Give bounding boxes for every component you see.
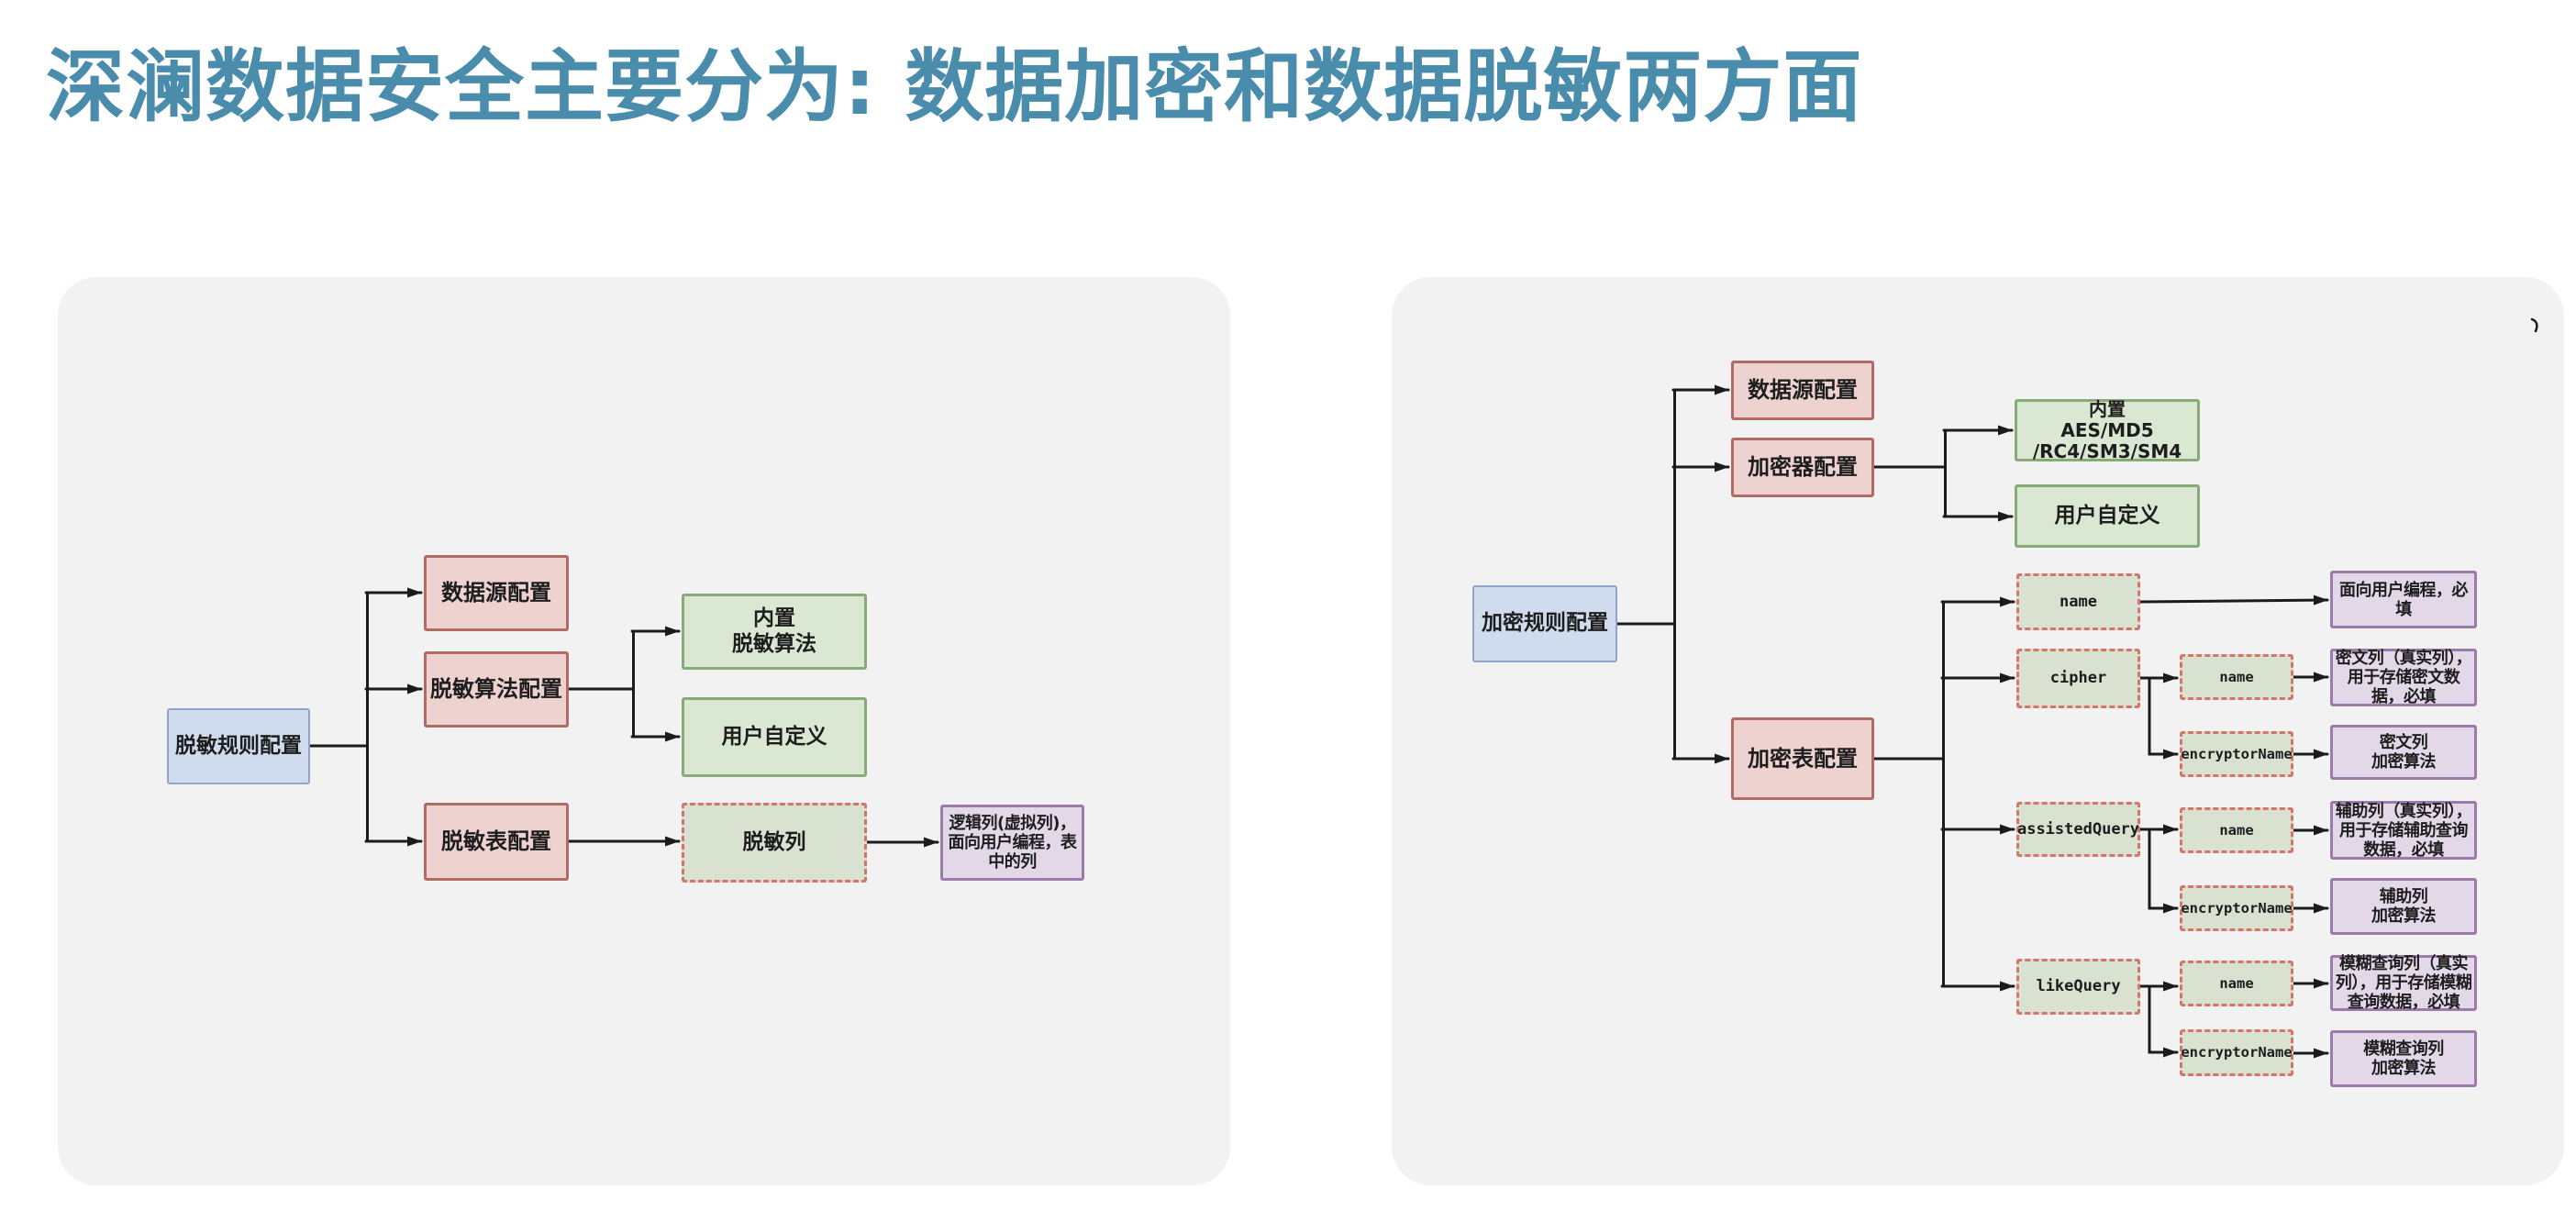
note-assisted-column: 辅助列（真实列），用于存储辅助查询数据，必填 [2330, 801, 2477, 860]
note-like-column: 模糊查询列（真实列），用于存储模糊查询数据，必填 [2330, 954, 2477, 1012]
node-masking-table-config: 脱敏表配置 [424, 803, 569, 881]
node-builtin-masking-algorithm: 内置 脱敏算法 [682, 594, 867, 670]
field-like-name: name [2180, 961, 2293, 1006]
encryption-diagram-panel: 加密规则配置 数据源配置 加密器配置 加密表配置 内置 AES/MD5 /RC4… [1392, 277, 2564, 1185]
field-cipher: cipher [2016, 649, 2140, 708]
field-assisted-name: name [2180, 807, 2293, 853]
note-cipher-column: 密文列（真实列），用于存储密文数据，必填 [2330, 649, 2477, 706]
node-encryptor-config: 加密器配置 [1731, 438, 1874, 497]
note-logic-column: 逻辑列(虚拟列)，面向用户编程，表中的列 [940, 805, 1084, 881]
node-encryption-datasource-config: 数据源配置 [1731, 361, 1874, 420]
node-masking-rule-config: 脱敏规则配置 [167, 708, 310, 784]
field-like-encryptor-name: encryptorName [2180, 1029, 2293, 1076]
node-masking-algorithm-config: 脱敏算法配置 [424, 651, 569, 728]
node-builtin-encryption-algorithms: 内置 AES/MD5 /RC4/SM3/SM4 [2015, 398, 2200, 461]
node-encryption-rule-config: 加密规则配置 [1472, 585, 1617, 662]
note-cipher-algorithm: 密文列 加密算法 [2330, 725, 2477, 780]
field-name: name [2016, 573, 2140, 630]
note-assisted-algorithm: 辅助列 加密算法 [2330, 878, 2477, 935]
note-like-algorithm: 模糊查询列 加密算法 [2330, 1030, 2477, 1087]
pen-mark [2530, 317, 2538, 333]
field-like-query: likeQuery [2016, 959, 2140, 1015]
field-assisted-encryptor-name: encryptorName [2180, 885, 2293, 931]
node-encryption-user-custom: 用户自定义 [2015, 484, 2200, 548]
page-title: 深澜数据安全主要分为: 数据加密和数据脱敏两方面 [46, 41, 1863, 133]
field-cipher-name: name [2180, 654, 2293, 700]
node-encryption-table-config: 加密表配置 [1731, 717, 1874, 800]
field-assisted-query: assistedQuery [2016, 802, 2140, 857]
node-masking-user-custom: 用户自定义 [682, 697, 867, 777]
masking-diagram-panel: 脱敏规则配置 数据源配置 脱敏算法配置 脱敏表配置 内置 脱敏算法 用户自定义 … [58, 277, 1230, 1185]
node-mask-column: 脱敏列 [682, 803, 867, 883]
note-name-required: 面向用户编程，必填 [2330, 571, 2477, 628]
node-masking-datasource-config: 数据源配置 [424, 555, 569, 631]
field-cipher-encryptor-name: encryptorName [2180, 731, 2293, 777]
